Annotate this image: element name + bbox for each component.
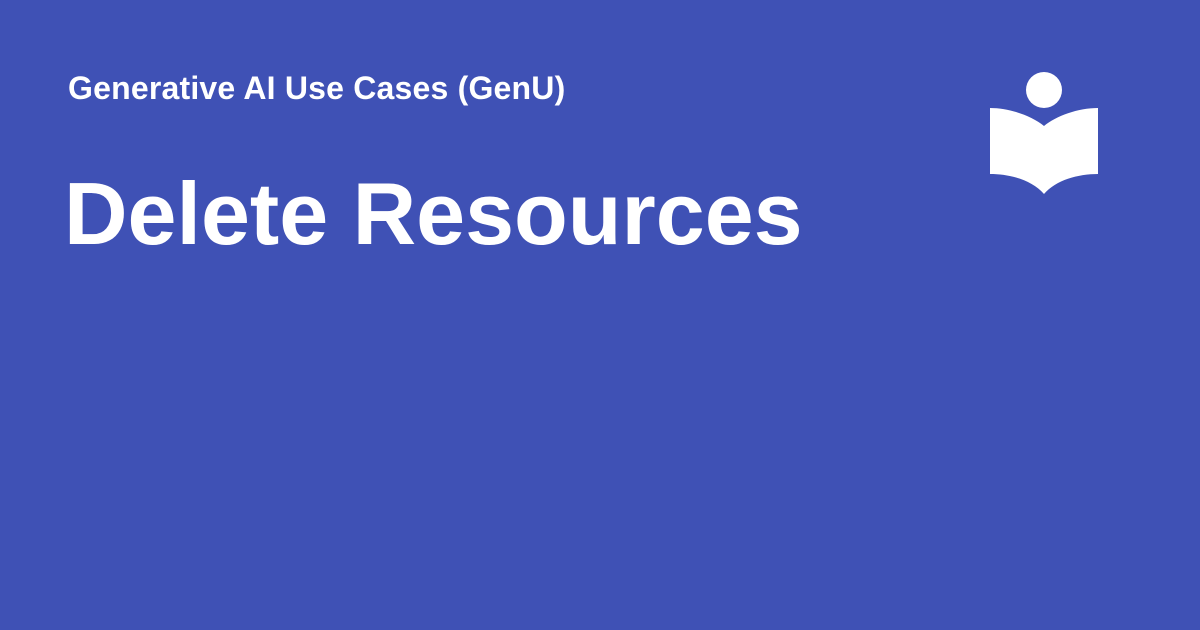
page-title: Delete Resources — [64, 164, 803, 263]
reader-book-icon — [988, 70, 1100, 198]
site-name: Generative AI Use Cases (GenU) — [68, 70, 566, 106]
